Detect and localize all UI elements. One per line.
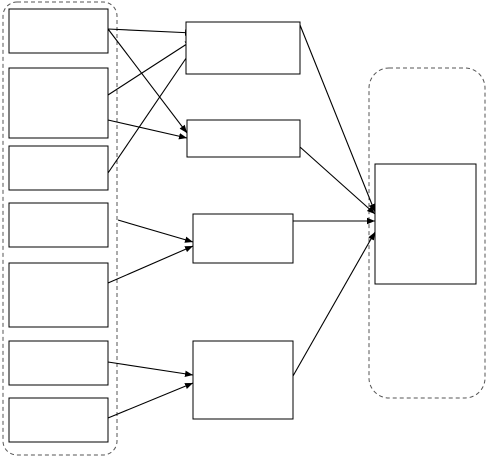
- node-box-mid-3: [192, 213, 294, 264]
- edge-mid-1-to-out-1: [299, 24, 376, 213]
- node-mid-4: [192, 340, 294, 420]
- node-box-mid-2: [186, 119, 301, 158]
- edge-mid-4-to-out-1: [292, 231, 376, 377]
- node-mid-3: [192, 213, 294, 264]
- edge-in-7-to-mid-4: [107, 382, 194, 419]
- node-box-in-2: [8, 67, 109, 139]
- edge-mid-2-to-out-1: [299, 146, 376, 215]
- node-in-6: [8, 340, 109, 386]
- node-in-4: [8, 202, 109, 248]
- node-box-out-1: [374, 163, 477, 285]
- edge-in-6-to-mid-4: [107, 361, 194, 377]
- node-in-3: [8, 145, 109, 191]
- edge-in-2-to-mid-1: [107, 39, 194, 96]
- node-box-in-4: [8, 202, 109, 248]
- node-in-2: [8, 67, 109, 139]
- edge-in-5-to-mid-3: [107, 245, 194, 284]
- left-group-container: [2, 1, 118, 456]
- node-in-7: [8, 397, 109, 443]
- node-mid-2: [186, 119, 301, 158]
- edge-in-2-to-mid-2: [107, 119, 188, 140]
- edge-in-1-to-mid-1: [107, 28, 194, 36]
- node-box-in-3: [8, 145, 109, 191]
- node-box-in-6: [8, 340, 109, 386]
- edge-in-3-to-mid-1: [107, 47, 194, 174]
- node-box-mid-4: [192, 340, 294, 420]
- node-out-1: [374, 163, 477, 285]
- node-box-mid-1: [185, 21, 301, 75]
- node-box-in-5: [8, 262, 109, 328]
- node-box-in-7: [8, 397, 109, 443]
- edge-in-1-to-mid-2: [107, 28, 188, 134]
- node-mid-1: [185, 21, 301, 75]
- node-in-1: [8, 8, 109, 54]
- node-in-5: [8, 262, 109, 328]
- edge-in-4-to-mid-3: [117, 219, 194, 243]
- node-box-in-1: [8, 8, 109, 54]
